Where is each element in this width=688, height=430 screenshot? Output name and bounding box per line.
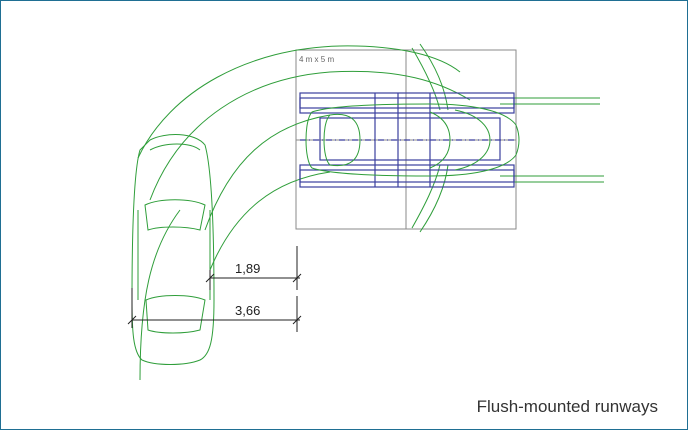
dimension-outer-label: 3,66 <box>235 303 260 318</box>
dimension-lines <box>127 246 302 332</box>
diagram-caption: Flush-mounted runways <box>476 397 658 416</box>
grid-size-label: 4 m x 5 m <box>299 55 334 64</box>
dimension-inner-label: 1,89 <box>235 261 260 276</box>
parked-car <box>305 103 520 177</box>
turning-arcs <box>137 43 604 381</box>
runways <box>299 92 516 188</box>
approaching-car <box>131 134 215 365</box>
